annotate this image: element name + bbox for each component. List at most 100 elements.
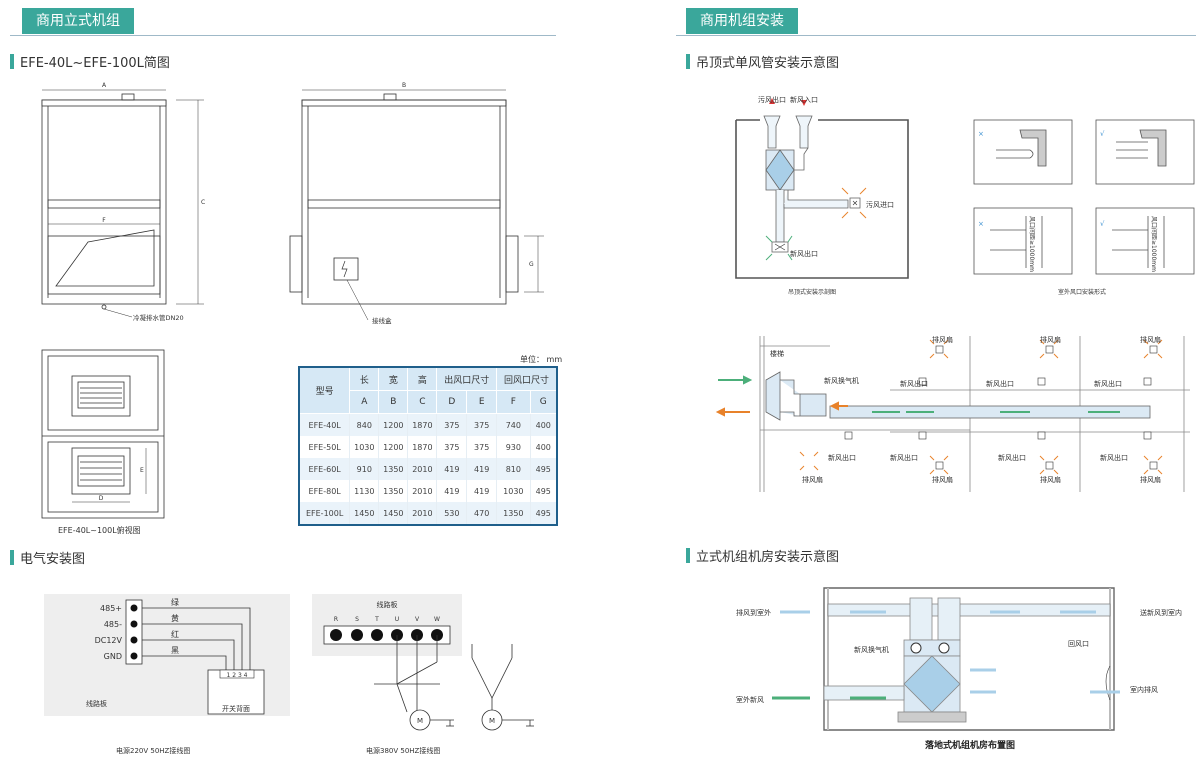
section-title-electrical: 电气安装图 (10, 548, 85, 567)
table-cell: 810 (496, 458, 531, 480)
label-exhaust-fan: 排风扇 (1140, 335, 1161, 344)
label-indoor-exhaust: 室内排风 (1130, 685, 1158, 694)
terminal-label: 485+ (100, 604, 122, 613)
table-cell: 2010 (407, 502, 438, 525)
section-title-text: 吊顶式单风管安装示意图 (696, 56, 840, 71)
machine-room-diagram: 排风到室外 送新风到室内 新风换气机 回风口 室外新风 室内排风 落地式机组机房… (736, 587, 1182, 751)
good-mark: √ (1100, 130, 1105, 138)
table-cell: 400 (530, 413, 558, 436)
unit-drawings: A F C 冷凝排水管DN20 B G 接线盒 D E (41, 82, 544, 519)
table-cell: 2010 (407, 480, 438, 502)
sub-e: E (466, 390, 498, 414)
wire-label: 黑 (171, 646, 179, 655)
board-label: 线路板 (86, 699, 107, 708)
terminal-letter: R (334, 616, 338, 623)
table-cell: EFE-60L (299, 458, 351, 480)
label-exhaust-fan: 排风扇 (1040, 475, 1061, 484)
good-mark: √ (1100, 220, 1105, 228)
table-cell: 495 (530, 502, 558, 525)
label-exhaust-fan: 排风扇 (1040, 335, 1061, 344)
elec-220-diagram: 1 2 3 4 485+ 485- DC12V GND 绿 黄 红 黑 线路板 … (86, 598, 265, 715)
label-fresh-out: 新风出口 (790, 249, 818, 258)
label-stairs: 楼梯 (770, 349, 784, 358)
bad-mark: × (978, 130, 984, 138)
col-return: 回风口尺寸 (496, 366, 558, 391)
label-fresh-out: 新风出口 (1094, 379, 1122, 388)
table-cell: 495 (530, 480, 558, 502)
elec-380-diagram: 线路板 R S T U V W M M (323, 600, 534, 731)
section-title-text: 电气安装图 (20, 552, 86, 567)
sub-d: D (436, 390, 468, 414)
section-title-text: 立式机组机房安装示意图 (696, 550, 840, 565)
label-fresh-out: 新风出口 (890, 453, 918, 462)
terminal-letter: S (355, 616, 359, 623)
table-cell: 1200 (378, 436, 409, 458)
section-title-diagram: EFE-40L~EFE-100L简图 (10, 52, 170, 71)
label-exhaust-out: 污风出口 (758, 95, 786, 104)
table-cell: 1870 (407, 413, 438, 436)
sub-f: F (496, 390, 531, 414)
room-caption: 落地式机组机房布置图 (925, 739, 1015, 751)
ceiling-install-diagrams: 污风出口 新风入口 污风进口 新风出口 吊顶式安装示剖图 × √ × √ 风口间… (715, 95, 1195, 492)
label-outdoor-fresh: 室外新风 (736, 695, 764, 704)
table-cell: 375 (466, 436, 498, 458)
table-cell: 1350 (378, 480, 409, 502)
table-cell: 419 (436, 458, 468, 480)
table-cell: 740 (496, 413, 531, 436)
table-cell: 400 (530, 436, 558, 458)
header-rule (676, 35, 1196, 36)
table-cell: 375 (466, 413, 498, 436)
board-label: 线路板 (377, 600, 398, 609)
section-title-room: 立式机组机房安装示意图 (686, 546, 839, 565)
label-exhaust-fan: 排风扇 (802, 475, 823, 484)
terminal-label: GND (104, 652, 122, 661)
terminal-label: 485- (104, 620, 122, 629)
spec-table: 型号 长 宽 高 出风口尺寸 回风口尺寸 A B C D E F G EFE-4… (298, 366, 558, 526)
elec-380-caption: 电源380V 50HZ接线图 (366, 747, 441, 755)
table-cell: EFE-40L (299, 413, 351, 436)
junction-label: 接线盒 (372, 316, 392, 325)
top-view-caption: EFE-40L~100L俯视图 (58, 526, 141, 535)
table-cell: 2010 (407, 458, 438, 480)
table-cell: 1350 (378, 458, 409, 480)
table-cell: 419 (466, 458, 498, 480)
table-cell: 470 (466, 502, 498, 525)
table-cell: 375 (436, 413, 468, 436)
label-exhaust-fan: 排风扇 (932, 335, 953, 344)
label-fresh-out: 新风出口 (986, 379, 1014, 388)
dim-g: G (529, 261, 534, 268)
sub-c: C (407, 390, 438, 414)
table-cell: 1030 (496, 480, 531, 502)
table-cell: EFE-50L (299, 436, 351, 458)
label-exhaust-fan: 排风扇 (1140, 475, 1161, 484)
front-view (41, 89, 204, 318)
table-cell: 495 (530, 458, 558, 480)
dim-b: B (402, 82, 406, 89)
terminal-letter: W (434, 616, 440, 623)
col-model: 型号 (298, 366, 351, 414)
table-unit: 单位： mm (520, 355, 563, 364)
table-cell: 1450 (349, 502, 380, 525)
header-rule (10, 35, 556, 36)
table-cell: 375 (436, 436, 468, 458)
label-exhaust-in: 污风进口 (866, 201, 894, 209)
label-return: 回风口 (1068, 640, 1089, 648)
terminal-letter: T (374, 616, 379, 623)
wire-label: 绿 (171, 598, 179, 607)
label-fresh-in: 新风入口 (790, 95, 818, 104)
label-fresh-indoor: 送新风到室内 (1140, 608, 1182, 617)
table-cell: 1450 (378, 502, 409, 525)
table-cell: 419 (436, 480, 468, 502)
table-cell: 930 (496, 436, 531, 458)
label-fresh-out: 新风出口 (900, 379, 928, 388)
terminal-label: DC12V (95, 636, 123, 645)
elec-220-caption: 电源220V 50HZ接线图 (116, 747, 191, 755)
table-cell: 1200 (378, 413, 409, 436)
sub-b: B (378, 390, 409, 414)
terminal-letter: V (415, 616, 420, 623)
distance-label: 风口间距≥1000mm (1150, 216, 1158, 272)
